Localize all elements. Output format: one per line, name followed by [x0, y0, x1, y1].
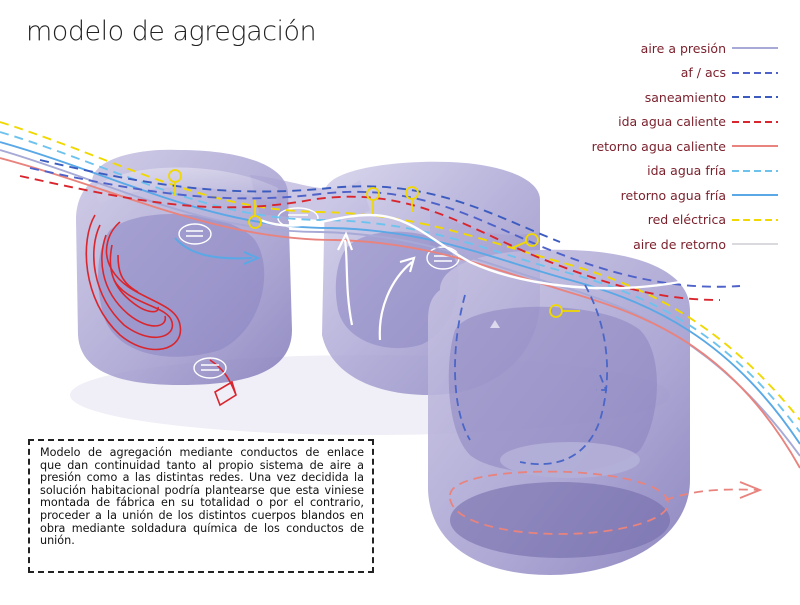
legend-item: retorno agua caliente — [470, 134, 800, 159]
legend-label: ida agua fría — [647, 163, 726, 179]
legend-swatch — [732, 145, 778, 148]
pod-front-floor-loop — [449, 470, 669, 535]
legend-item: af / acs — [470, 61, 800, 86]
pod-front-base — [450, 482, 670, 558]
vent-openings — [178, 207, 460, 379]
legend-label: af / acs — [680, 65, 726, 81]
legend-item: retorno agua fría — [470, 183, 800, 208]
legend-label: red eléctrica — [647, 212, 726, 228]
legend-swatch — [732, 243, 778, 246]
legend-swatch — [732, 169, 778, 172]
legend-swatch — [732, 96, 778, 99]
page-title: modelo de agregación — [26, 16, 317, 47]
legend-item: ida agua fría — [470, 159, 800, 184]
legend-label: retorno agua caliente — [591, 138, 726, 154]
legend-swatch — [732, 71, 778, 74]
pod-left-highlight — [96, 167, 278, 205]
legend-label: saneamiento — [644, 89, 726, 105]
legend-item: ida agua caliente — [470, 110, 800, 135]
pod-front-table — [500, 442, 640, 478]
pod-front-circulation — [454, 284, 608, 465]
legend-swatch — [732, 47, 778, 50]
legend-label: ida agua caliente — [618, 114, 726, 130]
legend: aire a presión af / acs saneamiento ida agu… — [470, 36, 800, 257]
legend-swatch — [732, 218, 778, 221]
blue-flow-arrow — [174, 237, 253, 260]
airflow-arrows — [337, 231, 416, 341]
legend-label: aire de retorno — [633, 236, 726, 252]
legend-swatch — [732, 120, 778, 123]
legend-label: aire a presión — [640, 40, 726, 56]
heating-coil — [85, 214, 182, 351]
pod-front-lamp — [490, 320, 500, 328]
legend-item: aire de retorno — [470, 232, 800, 257]
legend-swatch — [732, 194, 778, 197]
legend-label: retorno agua fría — [620, 187, 726, 203]
outflow-line — [664, 488, 761, 501]
network-lines — [0, 121, 800, 469]
pod-left-inner — [98, 213, 265, 357]
description-box: Modelo de agregación mediante conductos … — [28, 439, 374, 573]
blue-flow-arrowhead — [243, 251, 261, 265]
legend-item: aire a presión — [470, 36, 800, 61]
drain-arrow — [209, 359, 237, 407]
legend-item: red eléctrica — [470, 208, 800, 233]
legend-item: saneamiento — [470, 85, 800, 110]
description-text: Modelo de agregación mediante conductos … — [40, 446, 364, 548]
outflow-arrow — [739, 481, 763, 499]
electric-points — [168, 169, 580, 318]
